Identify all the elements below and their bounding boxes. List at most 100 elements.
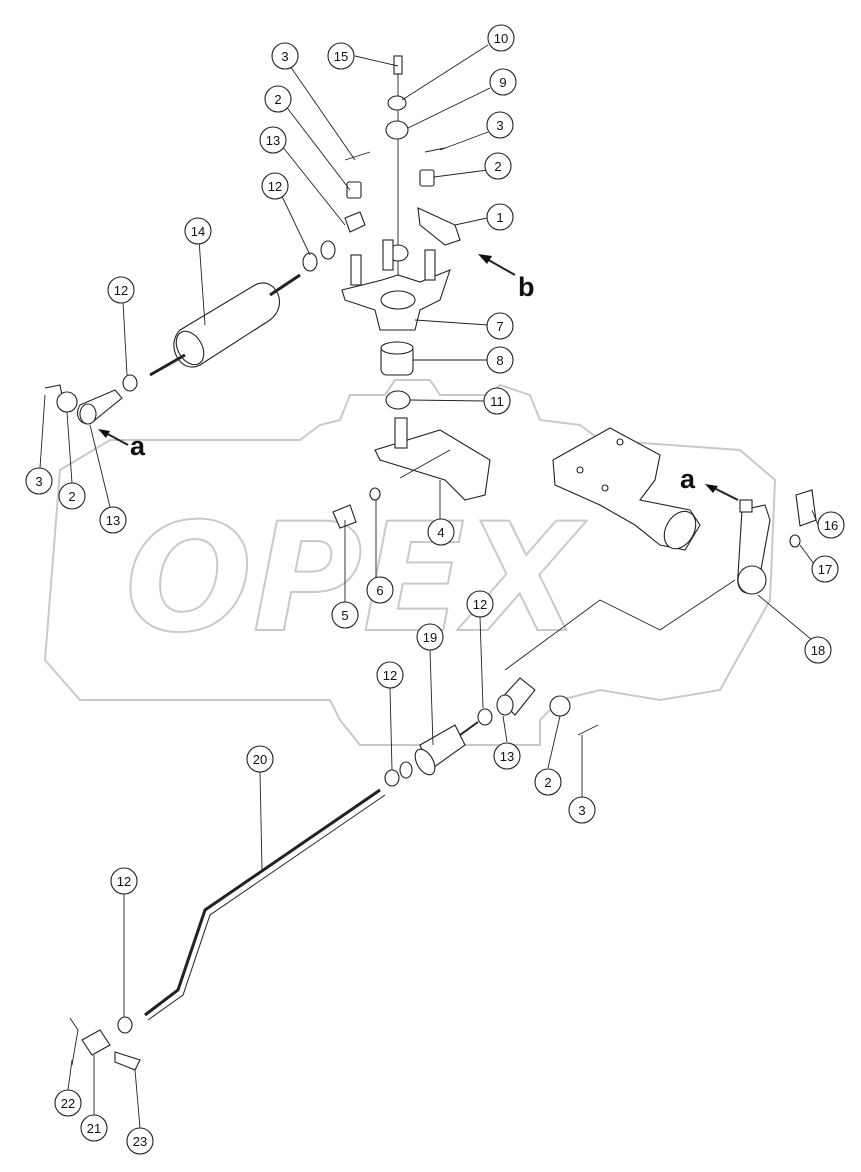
callout-13: 13	[259, 126, 287, 154]
callout-12: 12	[261, 172, 289, 200]
right-mounting-bracket: a	[552, 427, 739, 551]
bracket-stud	[394, 417, 408, 449]
part-7-hub-top	[380, 290, 416, 310]
stud-center	[382, 239, 394, 271]
callout-2: 2	[534, 768, 562, 796]
part-2-nut-mid	[549, 695, 571, 717]
callout-22: 22	[54, 1089, 82, 1117]
svg-text:2: 2	[68, 489, 75, 504]
svg-text:23: 23	[133, 1134, 147, 1149]
view-label-a-right: a	[680, 464, 696, 494]
callout-2: 2	[58, 482, 86, 510]
view-label-a-left: a	[130, 431, 146, 461]
svg-text:2: 2	[544, 775, 551, 790]
callout-3: 3	[25, 467, 53, 495]
part-6-washer	[369, 487, 381, 501]
callout-1: 1	[486, 203, 514, 231]
part-4-bracket	[374, 417, 491, 501]
callouts: 15 10 3 9 2 3 2 13 1 12 14 7 12 8 11 3 2…	[25, 24, 845, 1155]
callout-5: 5	[331, 601, 359, 629]
callout-10: 10	[487, 24, 515, 52]
svg-text:2: 2	[274, 92, 281, 107]
part-12-nut-lower	[122, 374, 138, 392]
view-label-b: b	[518, 272, 535, 302]
callout-12: 12	[466, 590, 494, 618]
svg-text:20: 20	[253, 752, 267, 767]
watermark: OPEX	[43, 379, 777, 746]
callout-21: 21	[80, 1114, 108, 1142]
part-16-bolt	[795, 489, 817, 527]
stud-right	[424, 249, 436, 281]
view-arrow-b: b	[478, 254, 535, 302]
part-2-nut-right	[419, 169, 435, 187]
svg-text:8: 8	[496, 353, 503, 368]
part-14-cylinder	[122, 240, 336, 392]
part-23-pin	[114, 1051, 141, 1071]
svg-text:17: 17	[818, 562, 832, 577]
svg-text:13: 13	[266, 133, 280, 148]
callout-6: 6	[366, 576, 394, 604]
svg-text:9: 9	[499, 75, 506, 90]
callout-12: 12	[110, 867, 138, 895]
part-13-rod-end-left	[344, 211, 366, 233]
part-17-washer	[789, 534, 801, 548]
svg-text:4: 4	[437, 525, 444, 540]
svg-text:14: 14	[191, 224, 205, 239]
part-1-rod-end-right	[417, 207, 461, 246]
svg-text:16: 16	[824, 518, 838, 533]
svg-text:6: 6	[376, 583, 383, 598]
callout-13: 13	[493, 742, 521, 770]
part-12-nut-mid	[477, 708, 493, 726]
part-21-clevis	[81, 1029, 111, 1056]
svg-text:3: 3	[496, 118, 503, 133]
callout-9: 9	[489, 68, 517, 96]
svg-text:7: 7	[496, 319, 503, 334]
callout-15: 15	[327, 42, 355, 70]
svg-text:3: 3	[35, 474, 42, 489]
callout-4: 4	[427, 518, 455, 546]
svg-text:12: 12	[473, 597, 487, 612]
lever-assembly	[504, 489, 817, 671]
svg-text:15: 15	[334, 49, 348, 64]
stud-left	[350, 254, 362, 286]
callout-3: 3	[568, 796, 596, 824]
svg-text:13: 13	[500, 749, 514, 764]
callout-18: 18	[804, 636, 832, 664]
callout-13: 13	[99, 506, 127, 534]
callout-14: 14	[184, 217, 212, 245]
svg-text:5: 5	[341, 608, 348, 623]
svg-text:12: 12	[383, 668, 397, 683]
svg-text:12: 12	[114, 283, 128, 298]
svg-text:2: 2	[494, 159, 501, 174]
svg-text:21: 21	[87, 1121, 101, 1136]
callout-16: 16	[817, 511, 845, 539]
part-11-washer	[385, 390, 411, 410]
middle-rod-group	[384, 677, 599, 787]
callout-2: 2	[264, 85, 292, 113]
bolt-and-washer	[332, 487, 381, 605]
clevis-group	[69, 1017, 141, 1071]
left-rod-end-group: a	[44, 384, 146, 461]
part-2-nut-left	[346, 181, 362, 199]
part-2-nut-left-low	[56, 391, 78, 413]
part-13-nut	[320, 240, 336, 260]
svg-text:12: 12	[117, 874, 131, 889]
part-10-washer	[387, 95, 407, 111]
callout-3: 3	[486, 111, 514, 139]
part-5-bolt	[332, 504, 357, 529]
svg-text:1: 1	[496, 210, 503, 225]
callout-19: 19	[416, 623, 444, 651]
callout-8: 8	[486, 346, 514, 374]
svg-text:12: 12	[268, 179, 282, 194]
callout-11: 11	[483, 387, 511, 415]
svg-text:3: 3	[281, 49, 288, 64]
callout-23: 23	[126, 1127, 154, 1155]
svg-text:11: 11	[490, 394, 504, 409]
top-assembly	[341, 55, 461, 410]
callout-7: 7	[486, 312, 514, 340]
part-12-nut	[302, 252, 318, 272]
callout-12: 12	[376, 661, 404, 689]
svg-text:13: 13	[106, 513, 120, 528]
callout-20: 20	[246, 745, 274, 773]
